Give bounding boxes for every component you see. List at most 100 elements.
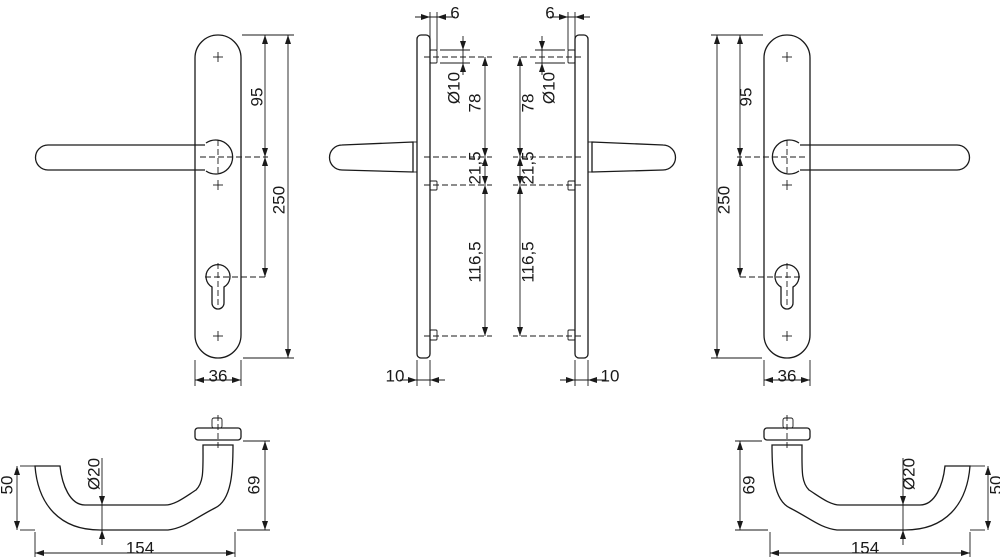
dimension-label-side-thickness-left: 10 bbox=[386, 366, 405, 385]
dimension-arrow bbox=[482, 185, 488, 194]
dimension-arrow bbox=[195, 377, 204, 383]
dimension-arrow bbox=[482, 327, 488, 336]
dimension-arrow bbox=[35, 550, 44, 556]
dimension-arrow bbox=[770, 550, 779, 556]
dimension-arrow bbox=[99, 496, 105, 505]
dimension-label-front-upper-left: 95 bbox=[247, 88, 266, 107]
dimension-arrow bbox=[14, 521, 20, 530]
right-hand-views bbox=[513, 12, 991, 557]
dimension-label-side-pin-offset-right: 6 bbox=[545, 3, 554, 22]
dimension-arrow bbox=[714, 349, 720, 358]
dimension-label-side-pin-diameter-right: Ø10 bbox=[539, 72, 558, 104]
dimension-arrow bbox=[285, 349, 291, 358]
lever-neck bbox=[587, 141, 593, 173]
dimension-arrow bbox=[482, 57, 488, 66]
fixing-pin bbox=[429, 49, 438, 64]
dimension-arrow bbox=[262, 157, 268, 166]
fixing-pin bbox=[567, 49, 576, 64]
dimension-label-side-pin-offset-left: 6 bbox=[450, 3, 459, 22]
dimension-label-front-total-right: 250 bbox=[714, 186, 733, 214]
dimension-label-front-total-left: 250 bbox=[269, 186, 288, 214]
back-plate-side bbox=[574, 34, 589, 359]
dimension-label-handle-length-left: 154 bbox=[126, 538, 154, 557]
lever-side bbox=[328, 141, 414, 173]
dimension-arrow bbox=[437, 14, 446, 20]
dimension-label-handle-height-right: 69 bbox=[739, 476, 758, 495]
dimension-arrow bbox=[737, 268, 743, 277]
dimension-label-side-upper-left: 78 bbox=[465, 94, 484, 113]
fixing-pin bbox=[429, 180, 438, 191]
dimension-label-side-upper-right: 78 bbox=[518, 94, 537, 113]
dimension-arrow bbox=[737, 157, 743, 166]
dimension-arrow bbox=[517, 327, 523, 336]
dimension-arrow bbox=[430, 377, 439, 383]
dimension-label-handle-diameter-right: Ø20 bbox=[899, 458, 918, 490]
cylinder-cutout bbox=[205, 263, 231, 310]
dimension-arrow bbox=[985, 521, 991, 530]
dimension-label-handle-drop-right: 50 bbox=[986, 476, 1000, 495]
dimension-label-side-pin-diameter-left: Ø10 bbox=[444, 72, 463, 104]
back-plate-front bbox=[763, 34, 811, 359]
dimension-arrow bbox=[588, 377, 597, 383]
lever-front bbox=[800, 144, 971, 171]
fixing-pin bbox=[429, 329, 438, 341]
dimension-label-side-lower-right: 116,5 bbox=[518, 241, 537, 282]
dimension-arrow bbox=[460, 63, 466, 72]
dimension-arrow bbox=[566, 377, 575, 383]
dimension-arrow bbox=[482, 157, 488, 166]
dimension-arrow bbox=[408, 377, 417, 383]
back-plate-side bbox=[416, 34, 431, 359]
spindle-top bbox=[782, 417, 794, 429]
dimension-arrow bbox=[517, 57, 523, 66]
dimension-arrow bbox=[900, 496, 906, 505]
dimension-label-handle-height-left: 69 bbox=[244, 476, 263, 495]
dimension-arrow bbox=[99, 530, 105, 539]
dimension-arrow bbox=[421, 14, 430, 20]
dimension-arrow bbox=[482, 176, 488, 185]
dimension-arrow bbox=[262, 268, 268, 277]
fixing-pin bbox=[567, 329, 576, 341]
dimension-arrow bbox=[801, 377, 810, 383]
dimension-arrow bbox=[737, 148, 743, 157]
dimension-label-front-width-left: 36 bbox=[209, 366, 228, 385]
lever-neck bbox=[412, 141, 418, 173]
spindle-top bbox=[211, 417, 223, 429]
dimension-label-handle-drop-left: 50 bbox=[0, 476, 16, 495]
dimension-label-front-upper-right: 95 bbox=[736, 88, 755, 107]
dimension-label-front-width-right: 36 bbox=[778, 366, 797, 385]
dimension-label-handle-diameter-left: Ø20 bbox=[84, 458, 103, 490]
dimension-arrow bbox=[226, 550, 235, 556]
dimension-label-side-lower-left: 116,5 bbox=[465, 241, 484, 282]
dimension-arrow bbox=[262, 148, 268, 157]
dimension-label-handle-length-right: 154 bbox=[851, 538, 879, 557]
dimension-arrow bbox=[559, 14, 568, 20]
dimension-arrow bbox=[517, 148, 523, 157]
dimension-arrow bbox=[539, 41, 545, 50]
dimension-arrow bbox=[517, 176, 523, 185]
dimension-arrow bbox=[262, 441, 268, 450]
fixing-pin bbox=[567, 180, 576, 191]
cylinder-cutout bbox=[774, 263, 800, 310]
dimension-arrow bbox=[985, 466, 991, 475]
dimension-arrow bbox=[764, 377, 773, 383]
dimension-label-side-middle-right: 21,5 bbox=[518, 151, 537, 184]
dimension-arrow bbox=[714, 35, 720, 44]
dimension-arrow bbox=[262, 35, 268, 44]
dimension-label-side-thickness-right: 10 bbox=[601, 366, 620, 385]
dimension-arrow bbox=[232, 377, 241, 383]
dimension-arrow bbox=[262, 521, 268, 530]
dimension-arrow bbox=[575, 14, 584, 20]
left-hand-views bbox=[14, 12, 492, 557]
dimension-arrow bbox=[737, 441, 743, 450]
dimension-arrow bbox=[737, 521, 743, 530]
dimension-arrow bbox=[539, 63, 545, 72]
dimension-arrow bbox=[482, 148, 488, 157]
dimension-arrow bbox=[961, 550, 970, 556]
dimension-arrow bbox=[460, 41, 466, 50]
dimension-label-side-middle-left: 21,5 bbox=[465, 151, 484, 184]
dimension-arrow bbox=[517, 185, 523, 194]
dimension-arrow bbox=[285, 35, 291, 44]
dimension-arrow bbox=[517, 157, 523, 166]
